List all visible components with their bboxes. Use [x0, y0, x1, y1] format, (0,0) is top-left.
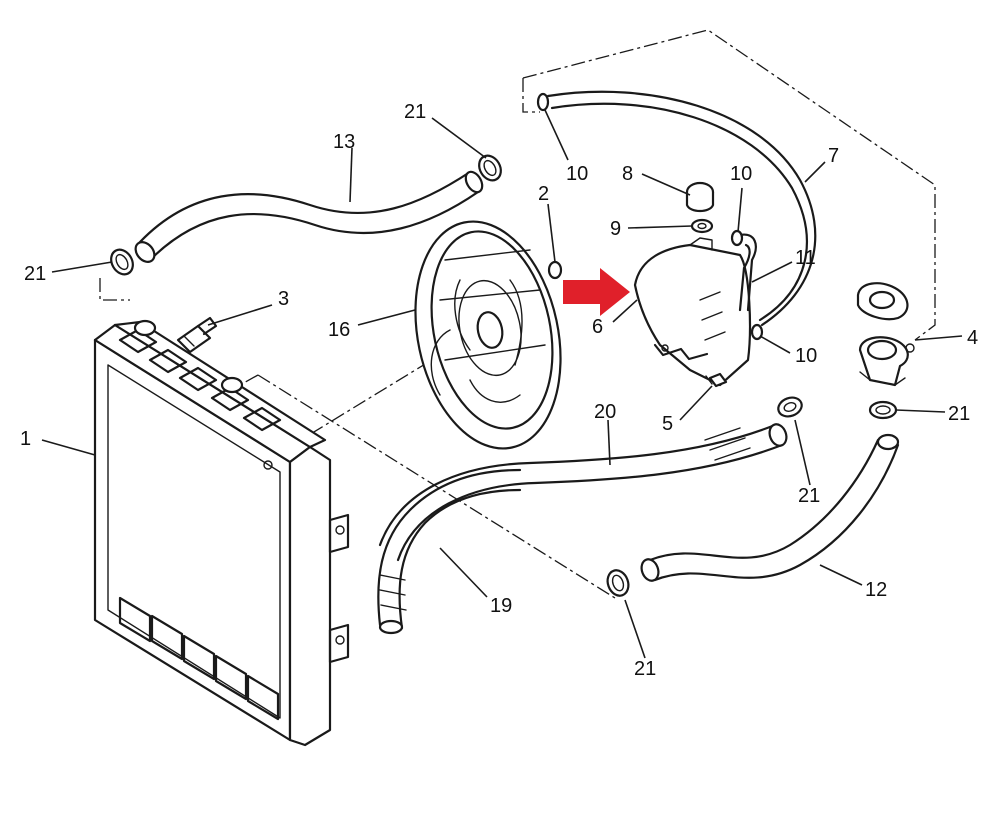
callout-10-top: 10	[566, 163, 588, 185]
callout-8: 8	[622, 163, 633, 185]
callout-13: 13	[333, 131, 355, 153]
bolt	[705, 372, 728, 388]
callout-5: 5	[662, 413, 673, 435]
callout-3: 3	[278, 288, 289, 310]
clip-lower	[750, 323, 764, 341]
callout-12: 12	[865, 579, 887, 601]
nut	[547, 260, 563, 280]
highlight-arrow	[563, 268, 630, 316]
overflow-tube	[546, 90, 817, 327]
hose-19	[377, 468, 522, 635]
filler-neck	[858, 336, 915, 387]
hose-13	[134, 170, 484, 263]
hose-20	[378, 423, 788, 562]
callout-21-left: 21	[24, 263, 46, 285]
leader-lines	[41, 109, 963, 659]
radiator-cap	[856, 282, 909, 321]
callout-10-lower: 10	[795, 345, 817, 367]
hose-clamp-upper-left	[110, 248, 134, 276]
hose-clamp-upper-right	[478, 154, 502, 182]
temperature-sensor	[176, 316, 218, 354]
callout-20: 20	[594, 401, 616, 423]
hose-clamp-lower	[606, 569, 630, 597]
washer	[690, 218, 714, 234]
callout-10-middle: 10	[730, 163, 752, 185]
hose-12	[640, 433, 900, 582]
radiator	[93, 319, 350, 747]
coolant-reservoir	[633, 237, 751, 387]
cooling-fan	[414, 220, 562, 450]
clip-top	[536, 92, 550, 112]
callout-1: 1	[20, 428, 31, 450]
reservoir-cap	[685, 181, 715, 213]
callout-21-bottom: 21	[634, 658, 656, 680]
tube-11	[738, 233, 757, 312]
clip-middle	[730, 229, 744, 247]
hose-clamp-middle	[777, 396, 803, 418]
callout-6: 6	[592, 316, 603, 338]
callout-4: 4	[967, 327, 978, 349]
callout-labels: 1 2 3 4 5 6 7 8 9 10 10 10 11 12 13 16 1…	[20, 101, 978, 680]
callout-21-middle: 21	[798, 485, 820, 507]
callout-21-top: 21	[404, 101, 426, 123]
callout-7: 7	[828, 145, 839, 167]
callout-21-right: 21	[948, 403, 970, 425]
callout-9: 9	[610, 218, 621, 240]
callout-16: 16	[328, 319, 350, 341]
callout-11: 11	[795, 247, 816, 269]
callout-19: 19	[490, 595, 512, 617]
callout-2: 2	[538, 183, 549, 205]
hose-clamp-right	[868, 400, 898, 420]
